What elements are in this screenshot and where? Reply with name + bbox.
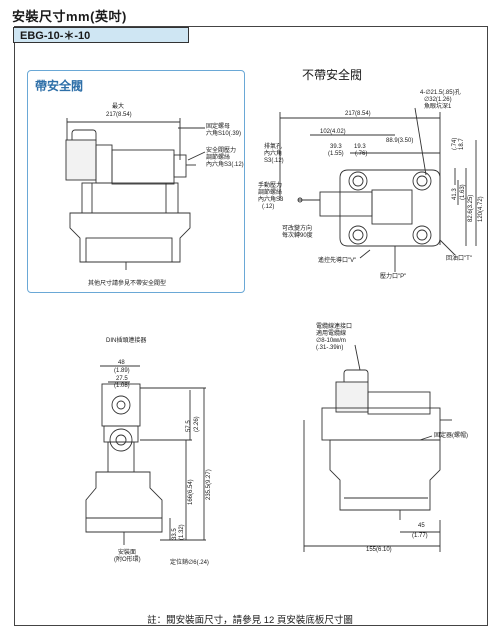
dim-217: 217(8.54) xyxy=(345,111,371,117)
cable-diameter-inch: (.31-.39in) xyxy=(316,345,344,351)
dim-120: 120(4.72) xyxy=(478,196,484,222)
dim-45: 45 xyxy=(418,523,425,529)
dim-39-3: 39.3 xyxy=(330,144,342,150)
bolt-hole-label: 4-∅21.5(.85)孔 xyxy=(420,90,461,96)
without-safety-valve-title: 不帶安全閥 xyxy=(302,68,363,82)
dim-0-74: (.74) xyxy=(452,137,458,150)
bleed-label: 排氣孔 xyxy=(264,144,283,150)
dim-1-63: (1.63) xyxy=(460,184,466,200)
manual-adjust-hex: 內六角S3 xyxy=(258,197,284,203)
with-safety-valve-title: 帶安全閥 xyxy=(35,79,84,93)
side-view-drawing xyxy=(303,344,452,552)
dim-33-5: 33.5 xyxy=(172,528,178,540)
model-number-bar: EBG-10-＊-10 xyxy=(13,27,189,43)
fixing-nut-label: 固定螺母 xyxy=(206,124,231,130)
manual-adjust-screw: 調節螺絲 xyxy=(258,190,283,196)
with-safety-valve-panel xyxy=(27,70,245,293)
manual-adjust-label: 手動壓力 xyxy=(258,183,283,189)
bleed-size: S3(.12) xyxy=(264,158,284,164)
dim-0-76: (.76) xyxy=(355,151,368,157)
dim-155: 155(6.10) xyxy=(366,547,392,553)
bolt-depth: 魚眼坑深1 xyxy=(424,104,452,110)
safety-adjust-label: 安全閥壓力 xyxy=(206,148,237,154)
dim-57-5: 57.5 xyxy=(186,420,192,432)
safety-adjust-screw: 調節螺絲 xyxy=(206,155,231,161)
cable-diameter: ∅8-10㎜/m xyxy=(316,338,346,344)
fixing-nut-size: 六角S10(.39) xyxy=(206,131,242,137)
top-view-drawing xyxy=(279,107,477,272)
dim-1-89: (1.89) xyxy=(114,368,130,374)
dim-82-6: 82.6(3.25) xyxy=(468,194,474,222)
dim-41-3: 41.3 xyxy=(452,188,458,200)
return-port: 回油口"T" xyxy=(446,256,472,262)
width-dimension: 217(8.54) xyxy=(106,112,132,118)
bolt-spotface: ∅32(1.26) xyxy=(424,97,452,103)
locating-pin-label: 定位銷∅6(.24) xyxy=(170,560,209,566)
dim-166: 166(6.54) xyxy=(188,479,194,505)
dim-88-9: 88.9(3.50) xyxy=(386,138,414,144)
rotate-label: 可改變方向 xyxy=(282,226,313,232)
safety-note: 其他尺寸請參見不帶安全閥型 xyxy=(88,281,167,287)
safety-valve-side-view xyxy=(65,118,206,270)
dim-18-7: 18.7 xyxy=(459,138,465,150)
rotate-note: 每次轉90度 xyxy=(282,233,313,239)
mount-face-label: 安裝面 xyxy=(118,550,137,556)
dim-19-3: 19.3 xyxy=(354,144,366,150)
dim-1-08: (1.08) xyxy=(114,383,130,389)
dim-48: 48 xyxy=(118,360,125,366)
drawing-frame xyxy=(14,26,488,626)
footer-note: 註：閥安裝面尺寸，請參見 12 頁安裝底板尺寸圖 xyxy=(147,615,353,626)
mount-face-oring: (附O形環) xyxy=(114,557,141,563)
pressure-port: 壓力口"P" xyxy=(380,274,407,280)
din-connector-label: DIN插頭連接器 xyxy=(106,338,147,344)
cable-entry-label: 電纜線連接口 xyxy=(316,324,353,330)
front-view-drawing xyxy=(85,365,206,545)
dim-2-26: (2.26) xyxy=(194,416,200,432)
dim-1-55: (1.55) xyxy=(328,151,344,157)
page-title: 安裝尺寸mm(英吋) xyxy=(12,9,127,24)
manual-adjust-size: (.12) xyxy=(262,204,275,210)
bleed-hex: 內六角 xyxy=(264,151,283,157)
max-label: 最大 xyxy=(112,104,125,110)
cable-applicable: 適用電纜線 xyxy=(316,331,347,337)
fixing-nut-bottom-label: 固定器(螺帽) xyxy=(434,433,468,439)
dim-102: 102(4.02) xyxy=(320,129,346,135)
dim-1-32: (1.32) xyxy=(179,524,185,540)
remote-pilot-port: 遙控先導口"V" xyxy=(318,258,357,264)
dim-235-5: 235.5(9.27) xyxy=(206,469,212,500)
safety-adjust-hex: 內六角S3(.12) xyxy=(206,162,244,168)
dim-1-77: (1.77) xyxy=(412,533,428,539)
dim-27-5: 27.5 xyxy=(116,376,128,382)
